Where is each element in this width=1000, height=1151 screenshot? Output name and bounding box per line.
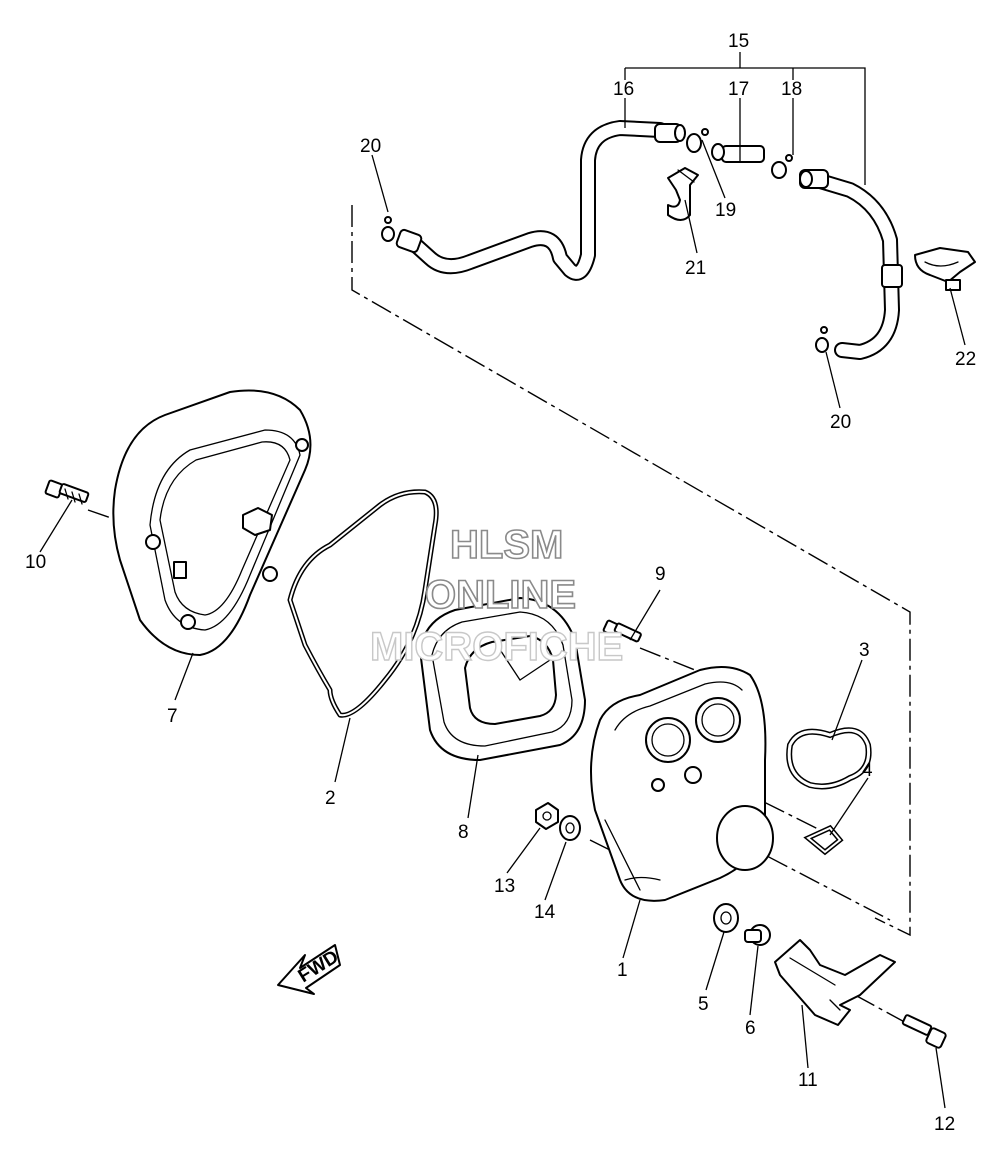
callout-21: 21 <box>685 258 706 279</box>
centerline-bolt-9 <box>639 647 701 673</box>
holder-21 <box>667 167 699 221</box>
callout-16: 16 <box>613 79 634 100</box>
callout-18: 18 <box>781 79 802 100</box>
hose-18 <box>799 169 903 360</box>
hose-16 <box>395 120 686 281</box>
holder-22 <box>914 247 976 291</box>
callout-2: 2 <box>325 788 336 809</box>
callout-13: 13 <box>494 876 515 897</box>
callout-11: 11 <box>798 1070 818 1091</box>
callout-10: 10 <box>25 552 46 573</box>
watermark-line-1: HLSM <box>450 523 563 567</box>
centerline-port <box>699 769 821 831</box>
seal-3 <box>786 727 872 790</box>
bracket-11 <box>774 939 896 1026</box>
callout-5: 5 <box>698 994 709 1015</box>
callout-6: 6 <box>745 1018 756 1039</box>
clip-20-lower <box>815 326 829 353</box>
joint-pipe-17 <box>711 143 765 163</box>
fwd-direction-arrow-icon: FWD <box>277 944 342 995</box>
callout-17: 17 <box>728 79 749 100</box>
callout-15: 15 <box>728 31 749 52</box>
callout-14: 14 <box>534 902 556 923</box>
grommet-5 <box>713 903 739 933</box>
callout-19: 19 <box>715 200 736 221</box>
bolt-12 <box>901 1014 947 1049</box>
watermark-line-3: MICROFICHE <box>370 625 623 669</box>
callout-20-upper: 20 <box>360 136 381 157</box>
leader-lines <box>39 52 966 1109</box>
bolt-9 <box>602 619 642 643</box>
clip-19 <box>686 128 709 153</box>
centerline-bracket <box>854 994 911 1026</box>
nut-13 <box>535 802 559 830</box>
callout-12: 12 <box>934 1114 955 1135</box>
callout-9: 9 <box>655 564 666 585</box>
callout-7: 7 <box>167 706 178 727</box>
gasket-2 <box>287 489 439 718</box>
callout-1: 1 <box>617 960 628 981</box>
assembly-boundary-line <box>351 205 911 937</box>
watermark-line-2: ONLINE <box>425 573 576 617</box>
clip-18-ring <box>771 154 793 179</box>
bolt-10 <box>44 479 90 505</box>
element-8 <box>419 597 586 761</box>
callout-4: 4 <box>862 760 873 781</box>
callout-22: 22 <box>955 349 976 370</box>
callout-8: 8 <box>458 822 469 843</box>
air-case-1 <box>590 665 774 902</box>
callout-20-lower: 20 <box>830 412 851 433</box>
cover-7 <box>112 389 312 656</box>
callout-3: 3 <box>859 640 870 661</box>
clip-20-upper <box>381 216 395 242</box>
washer-14 <box>559 815 581 841</box>
collar-6 <box>744 924 771 946</box>
seal-4 <box>803 824 844 856</box>
